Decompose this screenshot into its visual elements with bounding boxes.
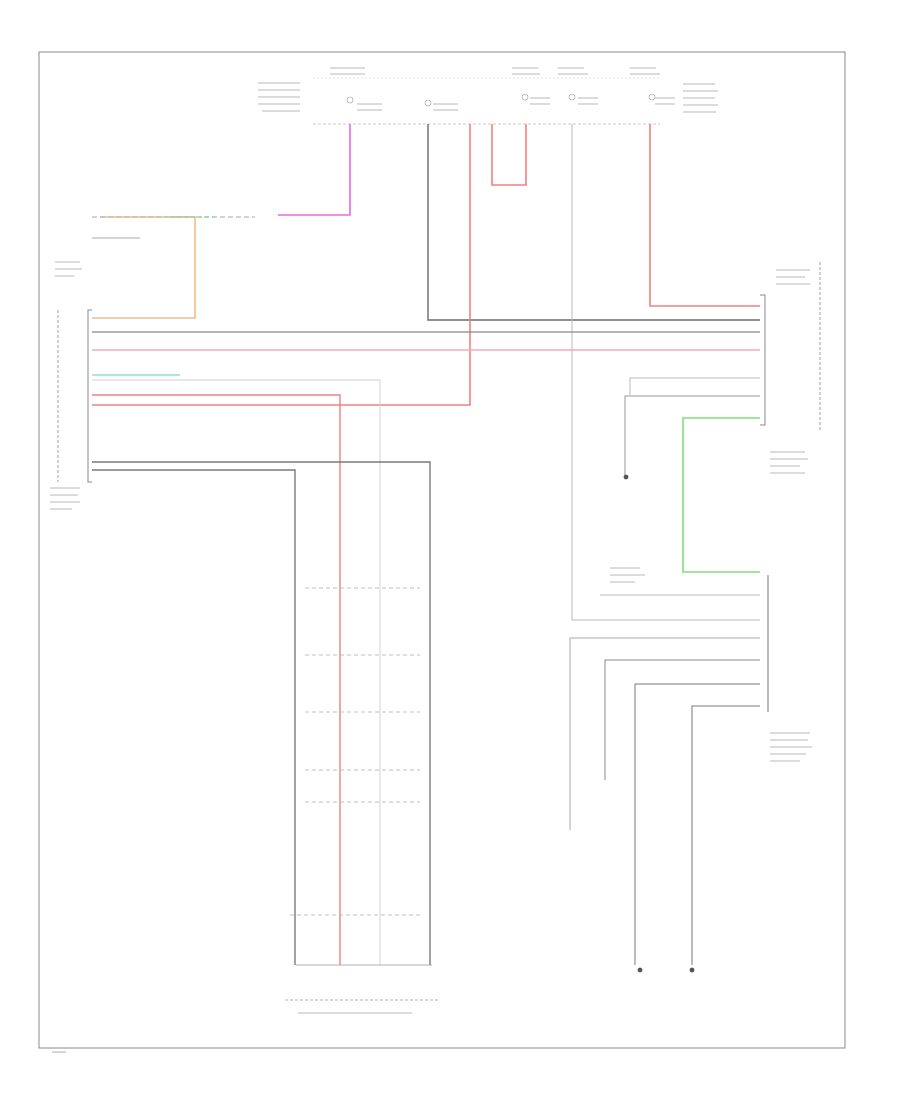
body-ecu xyxy=(50,261,92,510)
wire-black-lower xyxy=(92,461,431,965)
wire-red-ecu xyxy=(92,124,471,406)
wire-green xyxy=(682,417,760,573)
wire-gray-fuse xyxy=(571,124,760,621)
combination-switch xyxy=(610,567,812,762)
ground-symbols xyxy=(623,474,695,973)
connector-top-right xyxy=(760,262,821,474)
wire-red-loop xyxy=(491,124,527,186)
wire-red-lower xyxy=(92,394,341,965)
front-fog-lamp-assembly xyxy=(285,587,440,1014)
wire-magenta xyxy=(278,124,351,216)
wire-black-main xyxy=(427,124,760,321)
wire-red-right xyxy=(649,124,760,307)
wire-orange xyxy=(92,216,196,319)
top-junction-block xyxy=(258,67,718,125)
diagram-border xyxy=(38,51,846,1049)
